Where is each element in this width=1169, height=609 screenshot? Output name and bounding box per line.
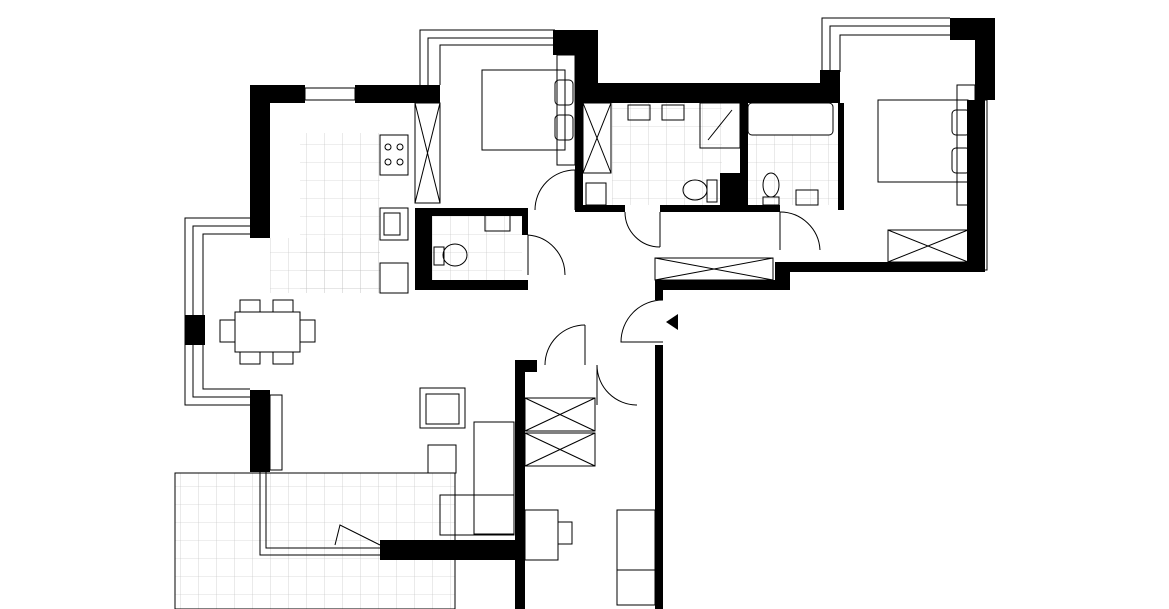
entrance-arrow-icon <box>666 314 678 330</box>
wardrobes <box>414 102 969 467</box>
furniture <box>219 54 976 606</box>
windows <box>184 17 988 556</box>
doors <box>334 169 821 546</box>
walls <box>185 18 995 609</box>
